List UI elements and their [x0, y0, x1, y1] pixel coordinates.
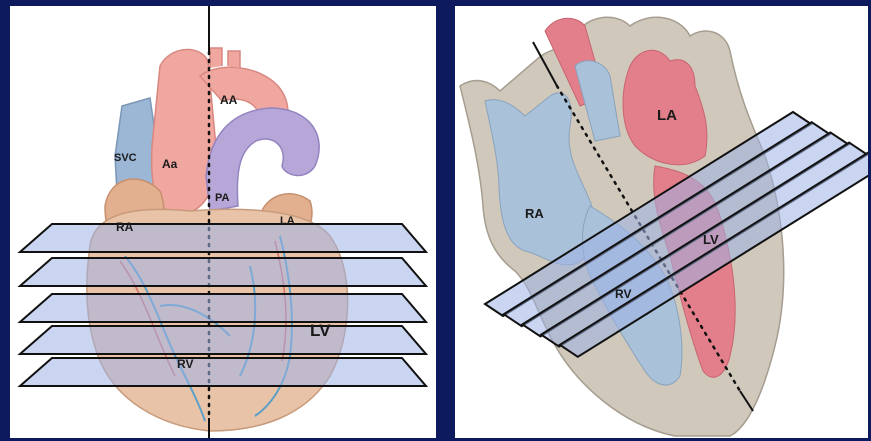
sectional-heart-panel: LA RA LV RV — [455, 6, 868, 438]
external-heart-diagram: SVC AA Aa PA RA LA LV RV — [10, 6, 436, 438]
label-rv: RV — [177, 357, 193, 371]
label-aa-lower: Aa — [162, 157, 178, 171]
sectional-heart-diagram: LA RA LV RV — [455, 6, 868, 438]
short-axis-plane — [20, 224, 426, 252]
label-rv-section: RV — [615, 287, 631, 301]
aortic-branches — [210, 48, 240, 68]
short-axis-plane — [20, 358, 426, 386]
short-axis-plane — [20, 294, 426, 322]
label-la: LA — [280, 215, 295, 227]
label-lv: LV — [310, 321, 331, 340]
short-axis-plane — [20, 258, 426, 286]
label-svc: SVC — [114, 152, 137, 164]
label-ra-section: RA — [525, 206, 544, 221]
label-aa-upper: AA — [220, 93, 238, 107]
external-heart-panel: SVC AA Aa PA RA LA LV RV — [10, 6, 436, 438]
label-pa: PA — [215, 192, 230, 204]
label-lv-section: LV — [703, 232, 719, 247]
short-axis-plane — [20, 326, 426, 354]
label-ra: RA — [116, 220, 134, 234]
short-axis-planes — [20, 224, 426, 386]
label-la-section: LA — [657, 107, 677, 124]
